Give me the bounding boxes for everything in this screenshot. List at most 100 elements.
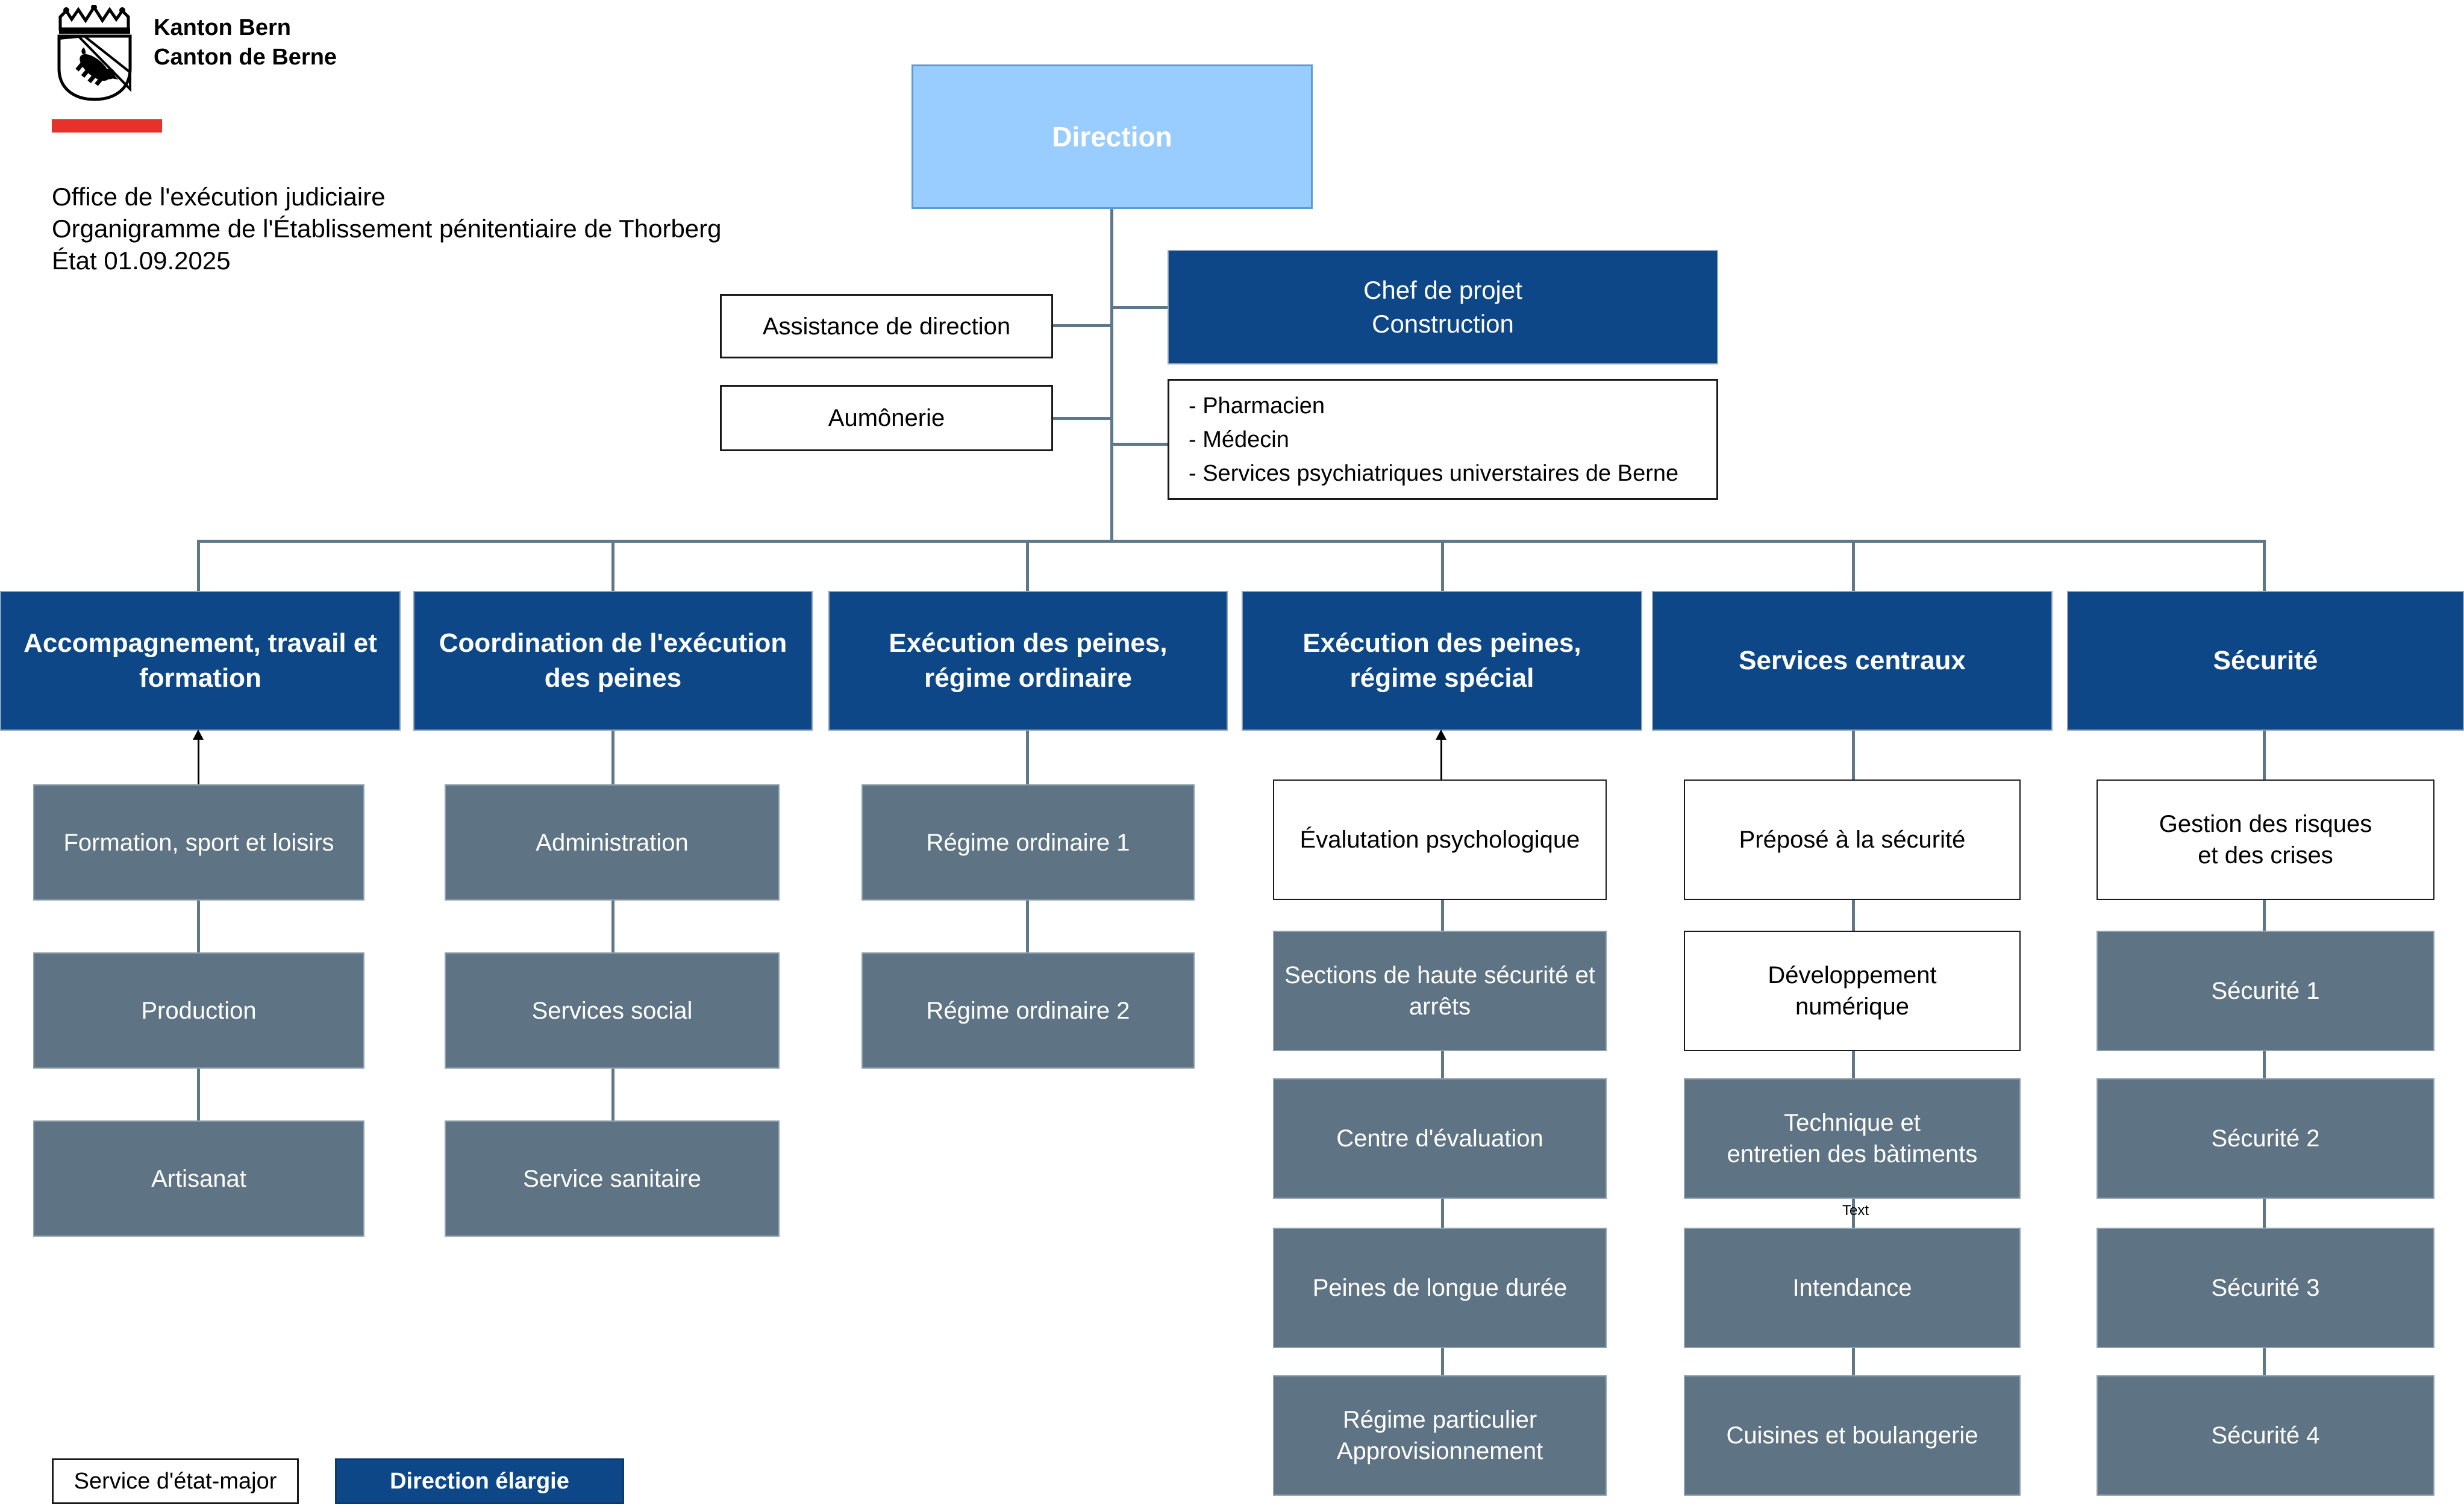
node-centre-evaluation: Centre d'évaluation [1273, 1078, 1607, 1199]
connector-header-col4 [1441, 540, 1444, 591]
node-aumonerie-label: Aumônerie [828, 405, 945, 431]
node-cuisines-label: Cuisines et boulangerie [1726, 1422, 1978, 1449]
up-arrow-line-col1 [198, 740, 199, 784]
connector-col5-a [1852, 900, 1855, 931]
node-administration: Administration [445, 784, 780, 901]
connector-header-col2 [611, 540, 614, 591]
connector-chef [1112, 306, 1168, 309]
header-coordination-l2: des peines [544, 663, 682, 693]
connector-header-col6 [2263, 540, 2266, 591]
node-securite-3: Sécurité 3 [2097, 1228, 2434, 1348]
connector-col5-b [1852, 1051, 1855, 1078]
node-technique-entretien: Technique et entretien des bàtiments [1684, 1078, 2021, 1199]
node-medical-services-list: - Pharmacien - Médecin - Services psychi… [1168, 379, 1718, 500]
node-regime-ordinaire-1: Régime ordinaire 1 [861, 784, 1195, 901]
node-production-label: Production [141, 997, 257, 1024]
legend-direction-elargie: Direction élargie [335, 1458, 624, 1504]
node-intendance-label: Intendance [1792, 1275, 1912, 1301]
node-administration-label: Administration [536, 829, 689, 856]
node-centre-evaluation-label: Centre d'évaluation [1336, 1125, 1543, 1152]
node-formation-sport-loisirs: Formation, sport et loisirs [33, 784, 364, 901]
node-regime-ordinaire-2: Régime ordinaire 2 [861, 952, 1195, 1069]
node-assistance-label: Assistance de direction [762, 313, 1011, 340]
node-service-sanitaire: Service sanitaire [445, 1120, 780, 1237]
legend-etat-major-label: Service d'état-major [73, 1469, 277, 1494]
connector-header-col5 [1852, 540, 1855, 591]
node-securite-1: Sécurité 1 [2097, 931, 2434, 1051]
node-direction-label: Direction [1052, 121, 1172, 152]
header-coordination: Coordination de l'exécution des peines [413, 591, 813, 731]
node-intendance: Intendance [1684, 1228, 2021, 1348]
medical-item-psychiatrie: - Services psychiatriques universtaires … [1189, 460, 1679, 486]
legend-direction-elargie-label: Direction élargie [390, 1469, 569, 1494]
node-cuisines-boulangerie: Cuisines et boulangerie [1684, 1375, 2021, 1496]
header-services-centraux-l1: Services centraux [1739, 646, 1966, 675]
medical-item-medecin: - Médecin [1189, 426, 1289, 452]
header-accompagnement: Accompagnement, travail et formation [0, 591, 401, 731]
connector-col2-top [611, 731, 614, 784]
node-prepose-label: Préposé à la sécurité [1739, 826, 1966, 853]
header-coordination-l1: Coordination de l'exécution [439, 628, 787, 658]
node-regime-particulier-l2: Approvisionnement [1336, 1438, 1543, 1464]
node-sections-l2: arrêts [1409, 993, 1471, 1020]
node-securite-4: Sécurité 4 [2097, 1375, 2434, 1496]
node-sections-haute-securite: Sections de haute sécurité et arrêts [1273, 931, 1607, 1051]
node-developpement-l2: numérique [1795, 993, 1909, 1020]
header-securite-l1: Sécurité [2213, 646, 2318, 675]
canton-logo-text: Kanton Bern Canton de Berne [154, 13, 337, 72]
connector-col3-top [1026, 731, 1029, 784]
node-peines-longue-duree: Peines de longue durée [1273, 1228, 1607, 1348]
connector-col5-c [1852, 1199, 1855, 1228]
header-regime-special-l2: régime spécial [1349, 663, 1534, 693]
up-arrow-head-col4 [1436, 729, 1446, 740]
node-regime-particulier-l1: Régime particulier [1342, 1407, 1537, 1433]
connector-aumonerie [1053, 417, 1112, 420]
header-securite: Sécurité [2067, 591, 2464, 731]
node-services-social-label: Services social [531, 997, 693, 1024]
connector-header-col3 [1026, 540, 1029, 591]
connector-col5-top [1852, 731, 1855, 779]
node-developpement-l1: Développement [1768, 962, 1937, 989]
medical-item-pharmacien: - Pharmacien [1189, 393, 1325, 419]
node-gestion-risques-crises: Gestion des risques et des crises [2097, 779, 2434, 900]
connector-header-col1 [197, 540, 200, 591]
connector-col6-d [2263, 1348, 2266, 1375]
connector-text-label: Text [1842, 1202, 1869, 1219]
header-regime-ordinaire-l1: Exécution des peines, [889, 628, 1168, 658]
chef-line2: Construction [1372, 310, 1514, 338]
connector-main-horizontal [198, 540, 2265, 543]
node-gestion-l1: Gestion des risques [2159, 811, 2372, 837]
connector-col2-b [611, 1069, 614, 1120]
node-chef-projet-construction: Chef de projet Construction [1168, 250, 1718, 364]
header-regime-ordinaire-l2: régime ordinaire [924, 663, 1132, 693]
connector-col3-a [1026, 901, 1029, 952]
connector-col6-b [2263, 1051, 2266, 1078]
header-services-centraux: Services centraux [1652, 591, 2053, 731]
connector-assistance [1053, 324, 1112, 327]
connector-col6-top [2263, 731, 2266, 779]
node-artisanat: Artisanat [33, 1120, 364, 1237]
node-aumonerie: Aumônerie [720, 385, 1053, 451]
node-assistance-direction: Assistance de direction [720, 294, 1053, 358]
node-prepose-securite: Préposé à la sécurité [1684, 779, 2021, 900]
node-sections-l1: Sections de haute sécurité et [1284, 962, 1595, 989]
header-accompagnement-l2: formation [139, 663, 261, 693]
logo-line-fr: Canton de Berne [154, 45, 337, 70]
organigram-title: Organigramme de l'Établissement pénitent… [52, 214, 722, 243]
node-direction: Direction [911, 64, 1313, 209]
legend-service-etat-major: Service d'état-major [52, 1458, 299, 1504]
connector-col4-c [1441, 1199, 1444, 1228]
node-evalutation-psychologique: Évalutation psychologique [1273, 779, 1607, 900]
connector-col5-d [1852, 1348, 1855, 1375]
node-formation-label: Formation, sport et loisirs [63, 829, 334, 856]
connector-trunk [1110, 209, 1113, 542]
connector-col1-a [197, 901, 200, 952]
node-regime-ordinaire-2-label: Régime ordinaire 2 [926, 997, 1130, 1024]
header-regime-special: Exécution des peines, régime spécial [1242, 591, 1642, 731]
bern-coat-of-arms-icon [57, 5, 132, 101]
node-technique-l1: Technique et [1784, 1110, 1921, 1136]
status-date: État 01.09.2025 [52, 246, 231, 275]
office-title: Office de l'exécution judiciaire [52, 183, 386, 211]
header-regime-ordinaire: Exécution des peines, régime ordinaire [828, 591, 1228, 731]
